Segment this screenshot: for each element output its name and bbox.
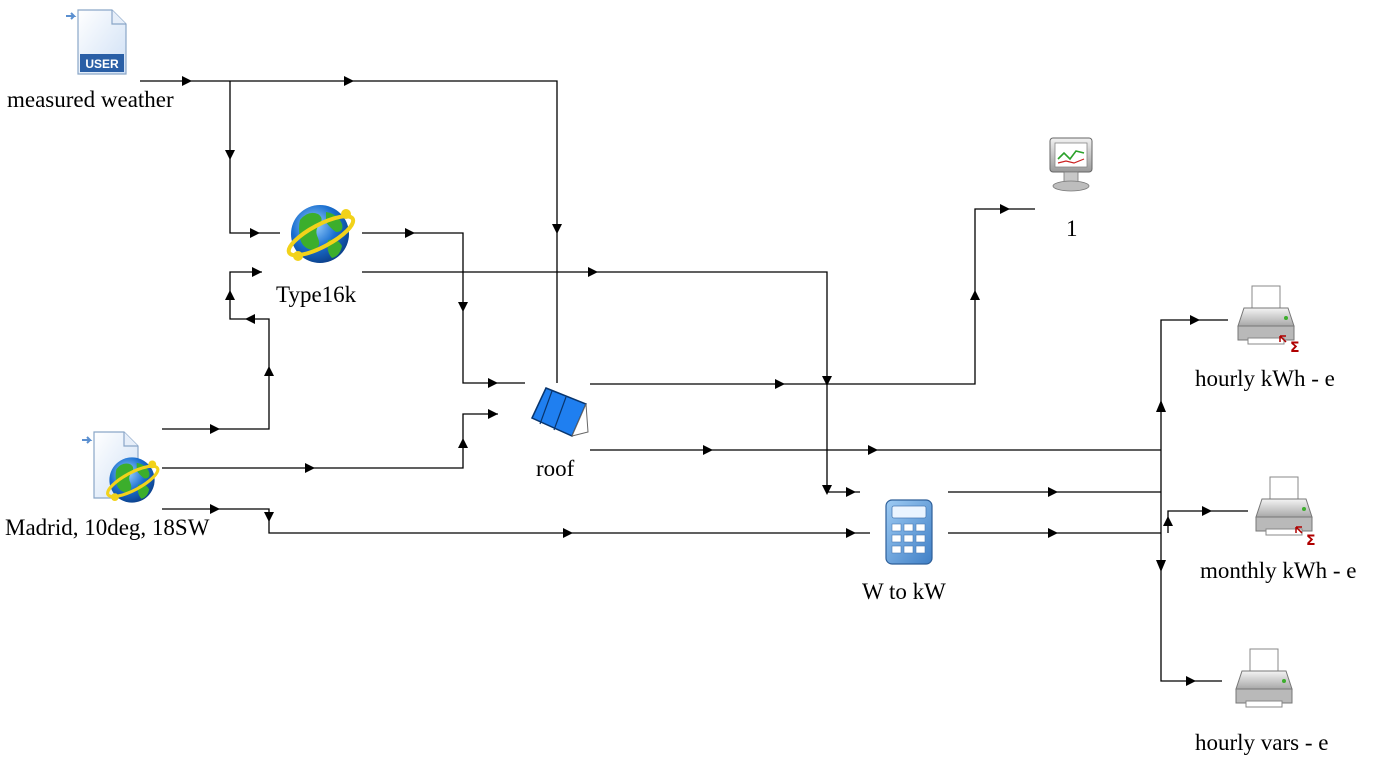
link-roof-plotter[interactable]	[590, 208, 1035, 385]
measured-weather-label: measured weather	[7, 87, 174, 112]
arrow-head	[563, 528, 573, 538]
arrow-head	[846, 487, 856, 497]
arrow-head	[868, 445, 878, 455]
sigma-icon: Σ	[1290, 340, 1300, 356]
type16k-label: Type16k	[276, 282, 357, 307]
arrow-head	[846, 528, 856, 538]
link-bus-monthly-kwh[interactable]	[1167, 510, 1248, 533]
arrow-head	[245, 314, 255, 324]
link-type16k-roof[interactable]	[362, 232, 525, 384]
sigma-icon: Σ	[1306, 533, 1316, 549]
link-madrid-roof[interactable]	[162, 413, 498, 469]
arrow-head	[458, 302, 468, 312]
link-bus-hourly-kwh[interactable]	[1160, 319, 1228, 533]
arrow-head	[344, 76, 354, 86]
arrow-head	[822, 376, 832, 386]
link-type16k-wtokw[interactable]	[362, 271, 860, 493]
arrow-head	[1048, 528, 1058, 538]
user-file-icon[interactable]: USER	[66, 9, 127, 75]
arrow-head	[458, 438, 468, 448]
printer-icon[interactable]	[1235, 648, 1293, 708]
integrating-printer-icon[interactable]: Σ	[1255, 476, 1316, 549]
roof-label: roof	[536, 456, 575, 481]
arrow-head	[1048, 487, 1058, 497]
arrow-head	[1163, 516, 1173, 526]
calculator-icon[interactable]	[885, 499, 933, 565]
user-file-text: USER	[85, 57, 119, 71]
arrow-head	[225, 290, 235, 300]
hourly-vars-label: hourly vars - e	[1195, 730, 1329, 755]
arrow-head	[305, 463, 315, 473]
arrow-head	[822, 485, 832, 495]
arrow-head	[488, 409, 498, 419]
link-weather-type16k[interactable]	[229, 81, 280, 234]
arrow-head	[250, 228, 260, 238]
link-madrid-type16k[interactable]	[162, 271, 270, 430]
integrating-printer-icon[interactable]: Σ	[1237, 285, 1300, 356]
link-weather-roof[interactable]	[140, 80, 558, 383]
hourly-kwh-label: hourly kWh - e	[1195, 366, 1335, 391]
online-plotter-icon[interactable]	[1049, 137, 1093, 192]
pv-panel-icon[interactable]	[530, 387, 589, 437]
link-bus-hourly-vars[interactable]	[1160, 533, 1222, 682]
arrow-head	[210, 504, 220, 514]
arrow-head	[182, 76, 192, 86]
w-to-kw-label: W to kW	[862, 579, 946, 604]
arrow-head	[405, 228, 415, 238]
plotter-label: 1	[1066, 216, 1078, 241]
arrow-head	[264, 366, 274, 376]
arrow-head	[264, 512, 274, 522]
arrow-head	[970, 290, 980, 300]
arrow-head	[1186, 676, 1196, 686]
arrow-head	[1190, 315, 1200, 325]
arrow-head	[488, 378, 498, 388]
weather-file-globe-icon[interactable]	[82, 431, 164, 505]
arrow-head	[1000, 204, 1010, 214]
madrid-label: Madrid, 10deg, 18SW	[5, 515, 210, 540]
arrow-head	[552, 224, 562, 234]
arrow-head	[1202, 506, 1212, 516]
arrow-head	[225, 150, 235, 160]
arrow-head	[252, 267, 262, 277]
connection-lines	[140, 76, 1248, 686]
arrow-head	[1156, 400, 1166, 412]
arrow-head	[1156, 560, 1166, 572]
arrow-head	[588, 267, 598, 277]
arrow-head	[703, 445, 713, 455]
arrow-head	[210, 424, 220, 434]
monthly-kwh-label: monthly kWh - e	[1200, 558, 1357, 583]
globe-icon[interactable]	[281, 203, 360, 265]
arrow-head	[775, 379, 785, 389]
